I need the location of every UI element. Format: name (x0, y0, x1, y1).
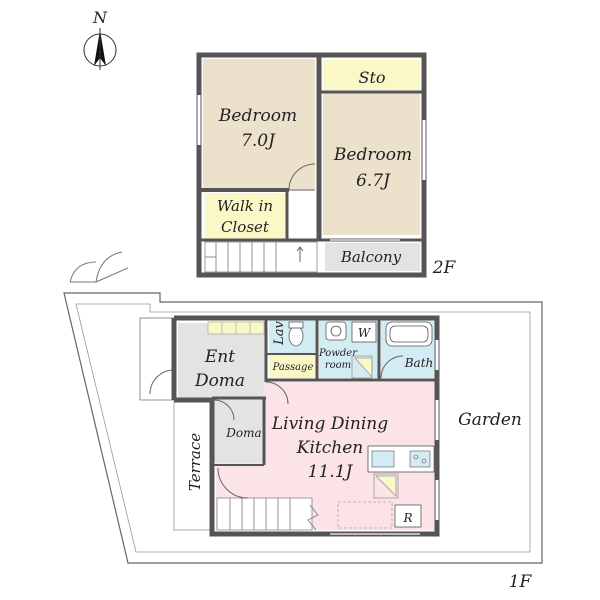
passage (269, 354, 317, 378)
sink-icon (325, 321, 347, 341)
walk-in-closet (205, 193, 285, 239)
entrance-doma (178, 323, 266, 399)
floor-2f-label: 2F (432, 258, 457, 278)
refrigerator-box (394, 504, 422, 528)
bath-label: Bath (404, 356, 434, 370)
washer-box (351, 321, 377, 343)
floor-1f-label: 1F (509, 572, 533, 592)
compass-north-label: N (92, 8, 108, 27)
powder-room-label-line2: room (325, 360, 351, 371)
ldk-size: 11.1J (308, 462, 354, 482)
closet-label-line1: Walk in (217, 197, 273, 215)
bedroom-6-7j-label: Bedroom (333, 145, 412, 165)
staircase-2f (204, 241, 318, 273)
balcony (325, 243, 420, 271)
doma-label: Doma (225, 426, 261, 440)
powder-room-label-line1: Powder (318, 348, 358, 359)
garden-label: Garden (458, 410, 522, 430)
second-floor (196, 52, 427, 278)
balcony-label: Balcony (340, 248, 402, 266)
ldk-label-line1: Living Dining (271, 414, 388, 434)
gate-icon (69, 251, 129, 283)
refrigerator-label: R (402, 511, 412, 525)
entrance-label-line2: Doma (194, 371, 245, 391)
washer-label: W (358, 326, 372, 340)
bathtub-icon (385, 321, 433, 347)
closet-label-line2: Closet (221, 218, 270, 236)
bedroom-7j-size: 7.0J (241, 131, 276, 151)
terrace (173, 401, 211, 531)
doma-storage (214, 397, 264, 463)
lot-boundary (63, 292, 543, 564)
storage-label: Sto (358, 68, 385, 87)
storage-room (323, 60, 420, 90)
ldk-label-line2: Kitchen (296, 438, 363, 458)
north-arrow-icon (83, 28, 117, 70)
staircase-1f (216, 497, 319, 531)
pantry-marker-icon (375, 475, 397, 497)
terrace-label: Terrace (186, 433, 204, 491)
bedroom-6-7j-size: 6.7J (356, 171, 391, 191)
living-dining-kitchen (216, 382, 437, 530)
bedroom-7j-label: Bedroom (218, 106, 297, 126)
bedroom-6-7j (323, 92, 420, 235)
entrance-label-line1: Ent (204, 347, 235, 367)
lavatory-label: Lav (272, 320, 287, 345)
passage-label: Passage (272, 362, 314, 373)
toilet-icon (288, 321, 304, 347)
kitchen-counter (367, 445, 435, 473)
bedroom-7j (203, 59, 315, 190)
